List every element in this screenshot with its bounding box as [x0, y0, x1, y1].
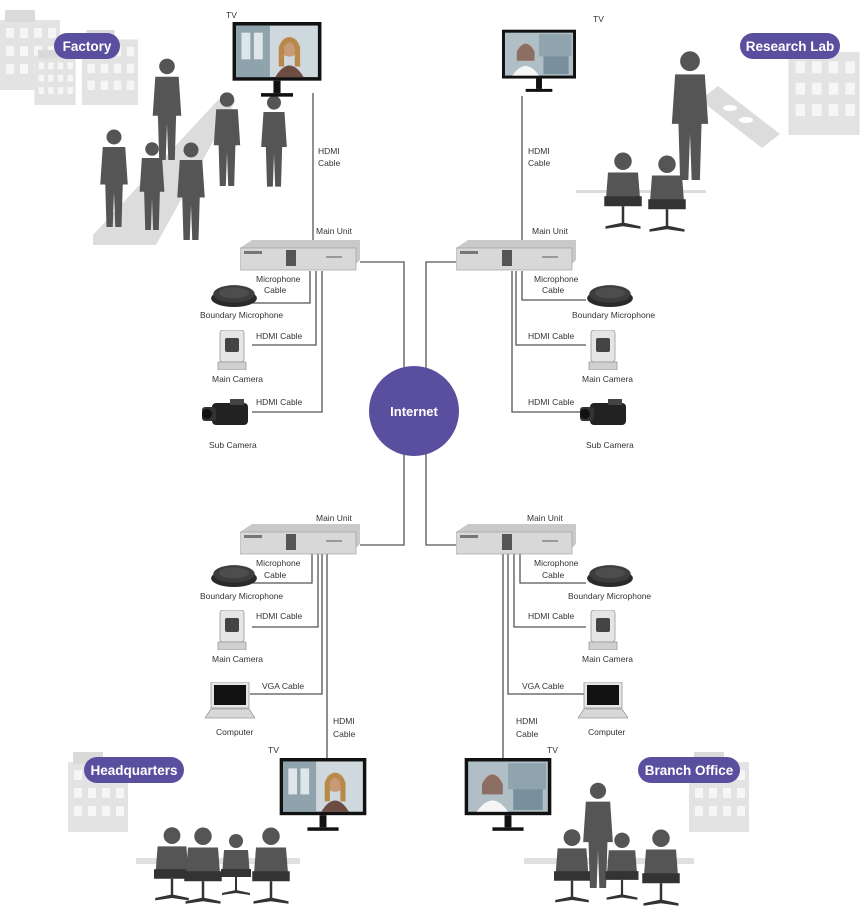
research-mic-cable-label-2: Cable: [542, 285, 564, 295]
branch-hdmi-tv-label-2: Cable: [516, 729, 538, 739]
research-main-unit-label: Main Unit: [532, 226, 569, 236]
factory-tv-icon: [232, 22, 322, 97]
factory-microphone-icon: [211, 285, 257, 307]
factory-main-camera-icon: [217, 330, 247, 370]
headquarters-meeting-icon: [136, 827, 300, 904]
factory-sub-camera-label: Sub Camera: [209, 440, 257, 450]
factory-main-camera-label: Main Camera: [212, 374, 263, 384]
headquarters-main-unit-icon: [240, 524, 360, 555]
research-hdmi-cam-label: HDMI Cable: [528, 331, 575, 341]
research-main-camera-label: Main Camera: [582, 374, 633, 384]
research-main-unit-icon: [456, 240, 576, 271]
branch-computer-label: Computer: [588, 727, 625, 737]
headquarters-site: Main Unit Microphone Cable Boundary Micr…: [68, 513, 367, 904]
headquarters-hdmi-tv-label-1: HDMI: [333, 716, 355, 726]
branch-mic-cable-label-2: Cable: [542, 570, 564, 580]
headquarters-hdmi-cam-label: HDMI Cable: [256, 611, 303, 621]
branch-site: Main Unit Microphone Cable Boundary Micr…: [456, 513, 749, 906]
headquarters-label-pill: Headquarters: [84, 757, 184, 783]
factory-hdmi-sub-label: HDMI Cable: [256, 397, 303, 407]
branch-label-pill: Branch Office: [638, 757, 740, 783]
headquarters-tv-icon: [279, 758, 367, 831]
branch-tv-label: TV: [547, 745, 558, 755]
branch-main-camera-icon: [588, 610, 618, 650]
factory-main-unit-icon: [240, 240, 360, 271]
research-sub-camera-label: Sub Camera: [586, 440, 634, 450]
headquarters-label: Headquarters: [90, 763, 177, 778]
internet-hub-circle: [369, 366, 459, 456]
internet-label: Internet: [390, 404, 438, 419]
branch-hdmi-tv-label-1: HDMI: [516, 716, 538, 726]
branch-vga-label: VGA Cable: [522, 681, 564, 691]
headquarters-mic-cable-label-1: Microphone: [256, 558, 301, 568]
headquarters-hdmi-tv-label-2: Cable: [333, 729, 355, 739]
branch-mic-cable-label-1: Microphone: [534, 558, 579, 568]
research-hdmi-sub-label: HDMI Cable: [528, 397, 575, 407]
research-lab-table: [576, 86, 780, 193]
factory-hdmi-cam-label: HDMI Cable: [256, 331, 303, 341]
branch-tv-icon: [464, 758, 552, 831]
factory-hdmi-tv-label-1: HDMI: [318, 146, 340, 156]
research-label-pill: Research Lab: [740, 33, 840, 59]
branch-computer-icon: [578, 682, 628, 719]
factory-site: Factory TV HDMI Cable Main Unit Micropho…: [0, 10, 360, 450]
research-main-camera-icon: [588, 330, 618, 370]
branch-meeting-icon: [524, 782, 694, 906]
branch-label: Branch Office: [645, 763, 734, 778]
research-sub-camera-icon: [580, 399, 626, 425]
research-hdmi-tv-label-2: Cable: [528, 158, 550, 168]
headquarters-microphone-label: Boundary Microphone: [200, 591, 283, 601]
headquarters-computer-label: Computer: [216, 727, 253, 737]
factory-tv-label: TV: [226, 10, 237, 20]
headquarters-main-camera-icon: [217, 610, 247, 650]
research-microphone-icon: [587, 285, 633, 307]
research-hdmi-tv-label-1: HDMI: [528, 146, 550, 156]
research-tv-label: TV: [593, 14, 604, 24]
factory-main-unit-label: Main Unit: [316, 226, 353, 236]
branch-main-unit-icon: [456, 524, 576, 555]
branch-main-camera-label: Main Camera: [582, 654, 633, 664]
branch-main-unit-label: Main Unit: [527, 513, 564, 523]
research-people-icon: [604, 51, 709, 232]
factory-label: Factory: [63, 39, 112, 54]
factory-mic-cable-label-1: Microphone: [256, 274, 301, 284]
research-label: Research Lab: [746, 39, 835, 54]
headquarters-mic-cable-label-2: Cable: [264, 570, 286, 580]
factory-label-pill: Factory: [54, 33, 120, 59]
headquarters-vga-label: VGA Cable: [262, 681, 304, 691]
internet-hub: Internet: [369, 366, 459, 456]
factory-conveyor: [93, 100, 236, 245]
headquarters-microphone-icon: [211, 565, 257, 587]
branch-hdmi-cam-label: HDMI Cable: [528, 611, 575, 621]
headquarters-computer-icon: [205, 682, 255, 719]
branch-microphone-label: Boundary Microphone: [568, 591, 651, 601]
factory-microphone-label: Boundary Microphone: [200, 310, 283, 320]
research-mic-cable-label-1: Microphone: [534, 274, 579, 284]
headquarters-main-camera-label: Main Camera: [212, 654, 263, 664]
research-site: Research Lab TV HDMI Cable Main Unit Mic…: [456, 14, 860, 450]
branch-microphone-icon: [587, 565, 633, 587]
network-connections: [250, 93, 586, 767]
headquarters-tv-label: TV: [268, 745, 279, 755]
factory-mic-cable-label-2: Cable: [264, 285, 286, 295]
factory-sub-camera-icon: [202, 399, 248, 425]
research-microphone-label: Boundary Microphone: [572, 310, 655, 320]
factory-hdmi-tv-label-2: Cable: [318, 158, 340, 168]
headquarters-main-unit-label: Main Unit: [316, 513, 353, 523]
research-tv-icon: [502, 29, 576, 92]
